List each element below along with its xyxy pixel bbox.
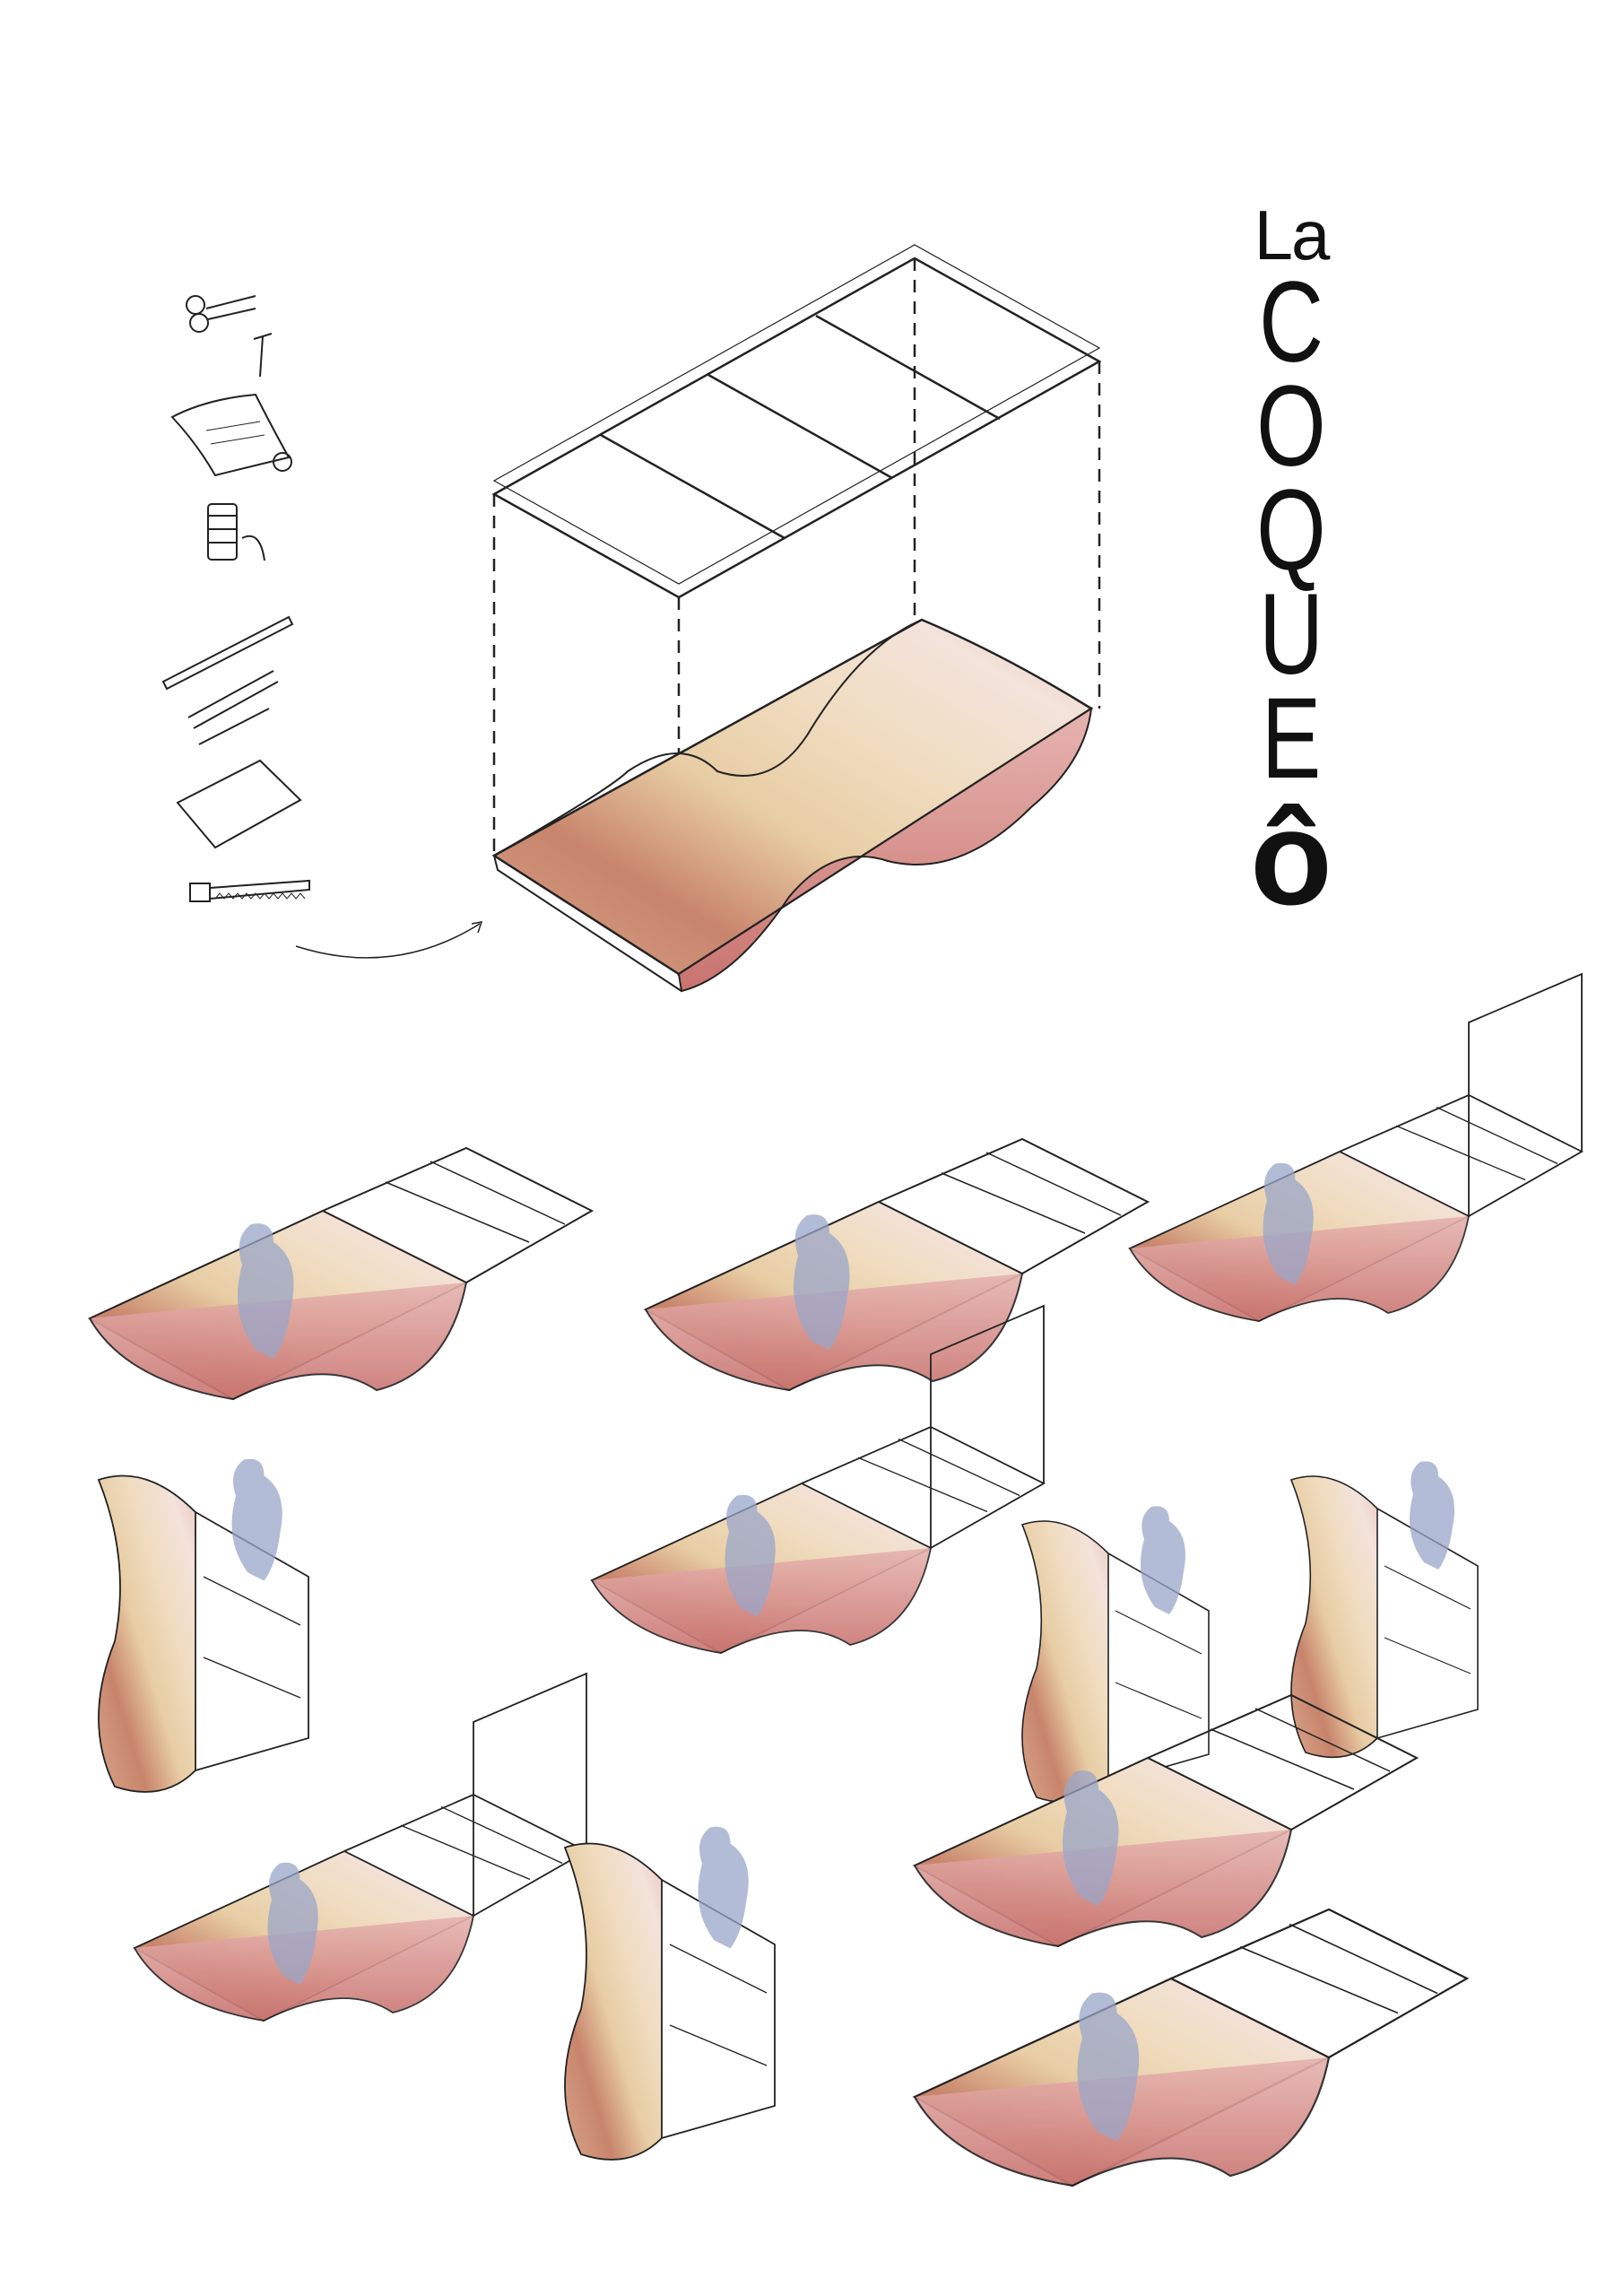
person-silhouette	[794, 1214, 850, 1350]
title-letter: Q	[1256, 466, 1326, 595]
configuration-sketch	[1020, 1506, 1210, 1804]
person-silhouette	[238, 1223, 294, 1359]
configuration-sketch	[133, 1672, 588, 2022]
person-silhouette	[1077, 1992, 1140, 2142]
title-letter: O	[1256, 362, 1326, 491]
sandpaper-icon	[176, 759, 302, 849]
person-silhouette	[1410, 1461, 1454, 1570]
configuration-sketch	[912, 1908, 1470, 2187]
person-silhouette	[267, 1862, 318, 1985]
person-silhouette	[1263, 1162, 1314, 1285]
person-silhouette	[1063, 1770, 1119, 1906]
arrow-curve	[295, 923, 481, 959]
shell-main	[491, 618, 1094, 993]
title-letter: C	[1258, 258, 1324, 387]
title-accent: ô	[1250, 782, 1332, 933]
title: La C O Q U E ô	[1242, 196, 1341, 933]
person-silhouette	[231, 1458, 282, 1581]
configuration-sketch	[563, 1826, 776, 2161]
saw-icon	[189, 879, 310, 902]
frame-exploded	[491, 244, 1102, 978]
screw-icon	[253, 333, 273, 378]
configuration-sketch	[643, 1137, 1150, 1392]
scissors-icon	[186, 295, 256, 333]
person-silhouette	[698, 1826, 749, 1949]
title-letter: U	[1258, 570, 1324, 699]
configuration-sketch	[97, 1458, 309, 1793]
configuration-sketch	[590, 1304, 1046, 1655]
fabric-icon	[170, 393, 292, 477]
configuration-sketch	[1128, 972, 1584, 1323]
title-letter: E	[1261, 674, 1322, 803]
person-silhouette	[1141, 1506, 1185, 1614]
configuration-sketch	[87, 1146, 595, 1401]
title-article: La	[1254, 196, 1331, 274]
configuration-sketch	[1289, 1461, 1479, 1759]
thread-spool-icon	[207, 503, 265, 561]
person-silhouette	[725, 1494, 776, 1617]
wood-strips-icon	[161, 615, 294, 691]
tools-column	[161, 295, 483, 959]
configuration-sketch	[912, 1693, 1419, 1948]
configurations-grid	[87, 972, 1584, 2187]
dowels-icon	[187, 670, 279, 745]
